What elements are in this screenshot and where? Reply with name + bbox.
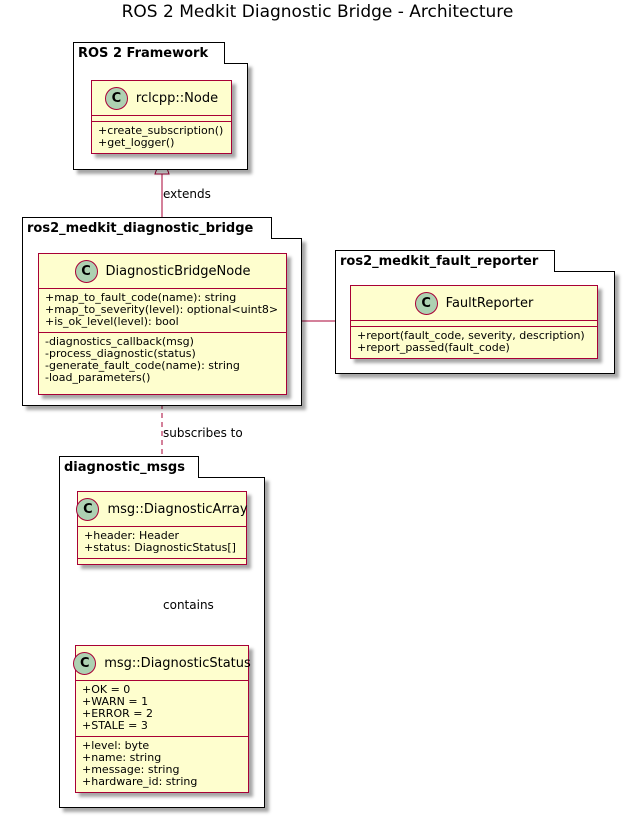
class-header: C rclcpp::Node	[92, 81, 231, 115]
class-private-methods: -diagnostics_callback(msg) -process_diag…	[39, 332, 286, 388]
method: +get_logger()	[98, 136, 175, 149]
class-methods	[78, 558, 246, 564]
package-label: diagnostic_msgs	[59, 456, 199, 478]
class-badge-icon: C	[104, 86, 128, 110]
method: +map_to_severity(level): optional<uint8>	[45, 303, 279, 316]
class-header: C msg::DiagnosticStatus	[73, 646, 251, 680]
class-diagnostic-bridge-node[interactable]: C DiagnosticBridgeNode +map_to_fault_cod…	[38, 253, 287, 395]
method: +report(fault_code, severity, descriptio…	[357, 329, 585, 342]
attribute: +level: byte	[82, 739, 150, 752]
constant: +WARN = 1	[82, 695, 149, 708]
class-diagnostic-status[interactable]: C msg::DiagnosticStatus +OK = 0 +WARN = …	[73, 645, 251, 793]
package-label: ros2_medkit_fault_reporter	[335, 250, 555, 272]
method: +is_ok_level(level): bool	[45, 315, 179, 328]
class-rclcpp-node[interactable]: C rclcpp::Node +create_subscription() +g…	[91, 80, 232, 154]
relation-label-contains: contains	[163, 598, 214, 612]
method: +map_to_fault_code(name): string	[45, 291, 237, 304]
class-name: msg::DiagnosticStatus	[104, 655, 251, 671]
class-header: C FaultReporter	[351, 286, 597, 320]
method: -diagnostics_callback(msg)	[45, 335, 194, 348]
method: -process_diagnostic(status)	[45, 347, 196, 360]
class-header: C DiagnosticBridgeNode	[39, 254, 286, 288]
method: -load_parameters()	[45, 371, 151, 384]
class-methods: +create_subscription() +get_logger()	[92, 121, 231, 153]
class-name: DiagnosticBridgeNode	[105, 263, 251, 279]
constant: +OK = 0	[82, 683, 131, 696]
class-attributes: +level: byte +name: string +message: str…	[76, 736, 248, 792]
attribute: +message: string	[82, 763, 180, 776]
attribute: +status: DiagnosticStatus[]	[84, 541, 236, 554]
relation-label-subscribes: subscribes to	[163, 426, 243, 440]
attribute: +name: string	[82, 751, 162, 764]
class-attributes	[351, 320, 597, 326]
class-attributes	[92, 115, 231, 121]
method: +report_passed(fault_code)	[357, 341, 510, 354]
class-badge-icon: C	[414, 291, 438, 315]
class-attributes: +header: Header +status: DiagnosticStatu…	[78, 526, 246, 558]
class-name: msg::DiagnosticArray	[107, 501, 248, 517]
class-name: FaultReporter	[445, 295, 534, 311]
method: -generate_fault_code(name): string	[45, 359, 240, 372]
class-header: C msg::DiagnosticArray	[76, 492, 248, 526]
diagram-title: ROS 2 Medkit Diagnostic Bridge - Archite…	[121, 2, 514, 22]
constant: +ERROR = 2	[82, 707, 153, 720]
package-label: ros2_medkit_diagnostic_bridge	[22, 217, 272, 239]
class-name: rclcpp::Node	[135, 90, 219, 106]
class-public-methods: +map_to_fault_code(name): string +map_to…	[39, 288, 286, 332]
method: +create_subscription()	[98, 124, 224, 137]
class-methods: +report(fault_code, severity, descriptio…	[351, 326, 597, 358]
class-constants: +OK = 0 +WARN = 1 +ERROR = 2 +STALE = 3	[76, 680, 248, 736]
class-fault-reporter[interactable]: C FaultReporter +report(fault_code, seve…	[350, 285, 598, 359]
class-diagnostic-array[interactable]: C msg::DiagnosticArray +header: Header +…	[76, 491, 248, 565]
attribute: +header: Header	[84, 529, 180, 542]
class-badge-icon: C	[76, 497, 100, 521]
attribute: +hardware_id: string	[82, 775, 198, 788]
package-label: ROS 2 Framework	[73, 42, 225, 64]
constant: +STALE = 3	[82, 719, 148, 732]
class-badge-icon: C	[73, 651, 97, 675]
class-badge-icon: C	[74, 259, 98, 283]
relation-label-extends: extends	[163, 187, 211, 201]
